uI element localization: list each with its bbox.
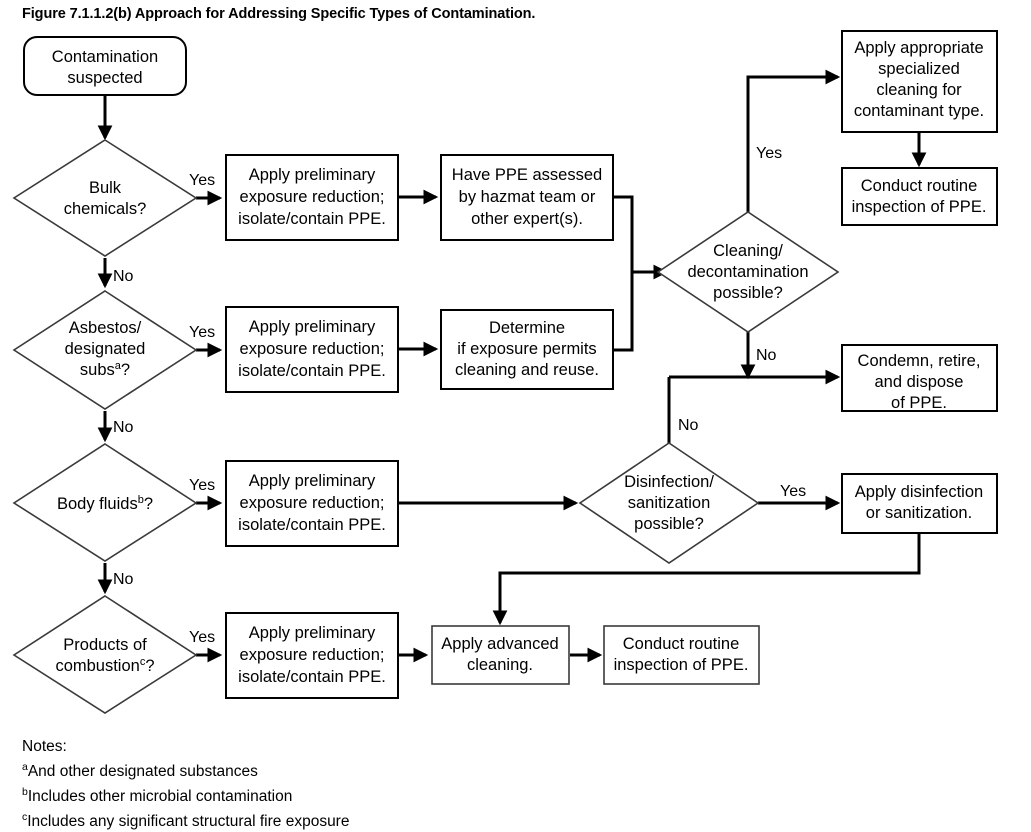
node-decision-disinfection-sanitization[interactable]: Disinfection/ sanitization possible?	[578, 442, 760, 564]
note-text-b: Includes other microbial contamination	[27, 788, 293, 806]
node-prelim4-line3: isolate/contain PPE.	[238, 668, 386, 686]
node-process-preliminary-1[interactable]: Apply preliminary exposure reduction; is…	[225, 154, 399, 241]
node-process-determine-exposure[interactable]: Determine if exposure permits cleaning a…	[440, 309, 614, 390]
node-decision-asbestos[interactable]: Asbestos/ designated subsa?	[12, 290, 198, 410]
node-bulk-line2: chemicals?	[64, 200, 147, 218]
connector-disinfect-to-advanced	[492, 533, 921, 626]
node-disinfection-line3: possible?	[634, 515, 704, 533]
notes-block: Notes: aAnd other designated substances …	[22, 736, 349, 832]
figure-title: Figure 7.1.1.2(b) Approach for Addressin…	[22, 6, 536, 22]
node-asbestos-line1: Asbestos/	[69, 319, 142, 337]
note-marker-b: b	[22, 786, 28, 799]
node-specialized-line4: contaminant type.	[854, 102, 984, 120]
node-ppe-assess-line3: other expert(s).	[471, 210, 583, 228]
connector-ppe-assess-merge	[613, 195, 634, 272]
node-prelim1-line2: exposure reduction;	[240, 188, 385, 206]
label-disinfection-no: No	[678, 417, 699, 434]
node-prelim1-line1: Apply preliminary	[249, 166, 376, 184]
node-routine-top-line1: Conduct routine	[861, 177, 978, 195]
node-process-preliminary-2[interactable]: Apply preliminary exposure reduction; is…	[225, 306, 399, 393]
node-ppe-assess-line1: Have PPE assessed	[452, 166, 602, 184]
node-advanced-line2: cleaning.	[467, 656, 533, 674]
label-bulk-no: No	[113, 268, 134, 285]
node-start-line2: suspected	[67, 69, 142, 87]
node-disinfection-line1: Disinfection/	[624, 473, 714, 491]
node-condemn-line2: and dispose	[875, 373, 964, 391]
note-item-b: bIncludes other microbial contamination	[22, 782, 349, 807]
node-combustion-line1: Products of	[63, 636, 147, 654]
label-disinfection-yes: Yes	[780, 483, 806, 500]
label-cleaning-yes: Yes	[756, 145, 782, 162]
node-process-routine-inspection-bottom[interactable]: Conduct routine inspection of PPE.	[603, 625, 760, 685]
node-prelim1-line3: isolate/contain PPE.	[238, 210, 386, 228]
node-body-line1: Body fluidsb?	[57, 494, 153, 513]
note-item-c: cIncludes any significant structural fir…	[22, 807, 349, 832]
node-prelim3-line1: Apply preliminary	[249, 472, 376, 490]
node-process-specialized-cleaning[interactable]: Apply appropriate specialized cleaning f…	[841, 30, 998, 133]
label-body-yes: Yes	[189, 477, 215, 494]
node-bulk-line1: Bulk	[89, 179, 122, 197]
label-asbestos-no: No	[113, 419, 134, 436]
node-ppe-assess-line2: by hazmat team or	[459, 188, 596, 206]
node-routine-bottom-line1: Conduct routine	[623, 635, 740, 653]
node-start-line1: Contamination	[52, 48, 158, 66]
node-condemn-line3: of PPE.	[891, 394, 947, 412]
node-specialized-line1: Apply appropriate	[854, 39, 983, 57]
node-combustion-line2: combustionc?	[55, 656, 154, 675]
label-bulk-yes: Yes	[189, 172, 215, 189]
node-process-routine-inspection-top[interactable]: Conduct routine inspection of PPE.	[841, 167, 998, 226]
connector-cleaning-yes	[746, 69, 841, 212]
node-condemn-line1: Condemn, retire,	[858, 352, 981, 370]
node-disinfect-line2: or sanitization.	[866, 504, 972, 522]
note-text-c: Includes any significant structural fire…	[27, 813, 350, 831]
node-specialized-line3: cleaning for	[876, 81, 962, 99]
note-marker-a: a	[22, 761, 28, 773]
node-cleaning-line3: possible?	[713, 284, 783, 302]
node-prelim3-line3: isolate/contain PPE.	[238, 516, 386, 534]
node-process-advanced-cleaning[interactable]: Apply advanced cleaning.	[431, 625, 570, 685]
node-determine-line3: cleaning and reuse.	[455, 361, 599, 379]
node-cleaning-line1: Cleaning/	[713, 242, 783, 260]
notes-heading: Notes:	[22, 738, 67, 755]
node-decision-body-fluids[interactable]: Body fluidsb?	[12, 443, 198, 562]
node-prelim3-line2: exposure reduction;	[240, 494, 385, 512]
node-decision-cleaning-decontamination[interactable]: Cleaning/ decontamination possible?	[656, 211, 840, 333]
label-cleaning-no: No	[756, 347, 777, 364]
node-prelim2-line1: Apply preliminary	[249, 318, 376, 336]
node-process-preliminary-3[interactable]: Apply preliminary exposure reduction; is…	[225, 460, 399, 547]
node-advanced-line1: Apply advanced	[441, 635, 558, 653]
node-disinfection-line2: sanitization	[628, 494, 711, 512]
node-prelim4-line2: exposure reduction;	[240, 646, 385, 664]
node-routine-bottom-line2: inspection of PPE.	[614, 656, 749, 674]
node-prelim4-line1: Apply preliminary	[249, 624, 376, 642]
node-process-preliminary-4[interactable]: Apply preliminary exposure reduction; is…	[225, 612, 399, 699]
node-decision-bulk-chemicals[interactable]: Bulk chemicals?	[12, 139, 198, 257]
node-process-ppe-assessed[interactable]: Have PPE assessed by hazmat team or othe…	[440, 154, 614, 241]
node-cleaning-line2: decontamination	[687, 263, 808, 281]
node-decision-combustion[interactable]: Products of combustionc?	[12, 595, 198, 714]
node-asbestos-line2: designated	[65, 340, 146, 358]
note-text-a: And other designated substances	[27, 763, 258, 781]
node-determine-line2: if exposure permits	[457, 340, 596, 358]
node-prelim2-line3: isolate/contain PPE.	[238, 362, 386, 380]
node-routine-top-line2: inspection of PPE.	[852, 198, 987, 216]
label-asbestos-yes: Yes	[189, 324, 215, 341]
label-body-no: No	[113, 571, 134, 588]
node-start[interactable]: Contamination suspected	[23, 36, 187, 96]
node-specialized-line2: specialized	[878, 60, 960, 78]
note-item-a: aAnd other designated substances	[22, 757, 349, 782]
label-combustion-yes: Yes	[189, 629, 215, 646]
node-process-condemn-retire-dispose[interactable]: Condemn, retire, and dispose of PPE.	[841, 344, 998, 412]
node-process-apply-disinfection[interactable]: Apply disinfection or sanitization.	[841, 473, 998, 534]
connector-determine-merge	[613, 272, 634, 352]
note-marker-c: c	[22, 811, 28, 824]
node-prelim2-line2: exposure reduction;	[240, 340, 385, 358]
node-disinfect-line1: Apply disinfection	[855, 483, 983, 501]
node-determine-line1: Determine	[489, 319, 565, 337]
node-asbestos-line3: subsa?	[80, 360, 130, 379]
